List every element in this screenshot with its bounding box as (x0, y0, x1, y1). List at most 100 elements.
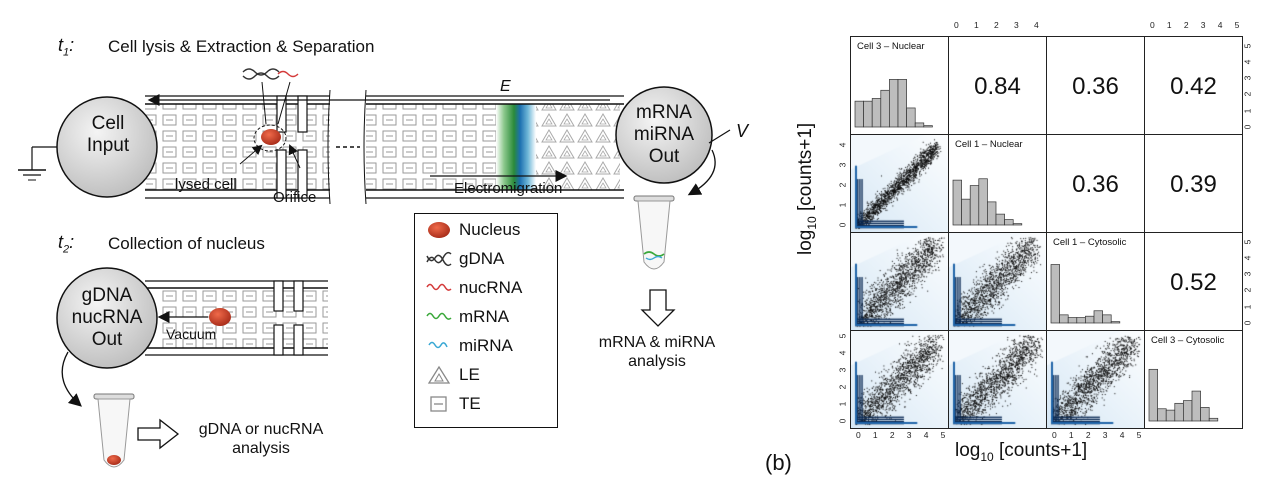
legend-item: gDNA (415, 246, 555, 272)
scatter-density (851, 331, 948, 428)
electromigration-label: Electromigration (454, 180, 563, 197)
correlation-value: 0.52 (1170, 269, 1217, 296)
histogram-panel: Cell 3 – Nuclear (850, 36, 949, 135)
histogram-bar (1102, 314, 1112, 324)
axis-tick-label: 0 (837, 222, 848, 228)
collection-tube-left (93, 393, 135, 468)
histogram-bar (1200, 407, 1210, 422)
axis-tick-label: 5 (1242, 239, 1253, 244)
x-axis-title: log10 [counts+1] (955, 440, 1088, 464)
axis-tick-label: 4 (1217, 20, 1223, 30)
axis-tick-label: 2 (994, 20, 999, 30)
axis-tick-label: 1 (1242, 304, 1253, 310)
axis-tick-label: 3 (837, 162, 848, 168)
correlation-panel: 0.52 (1144, 232, 1243, 331)
axis-tick-label: 1 (1166, 20, 1172, 30)
orifice-label: Orifice (273, 189, 317, 206)
axis-tick-label: 3 (1014, 20, 1019, 30)
axis-tick-label: 4 (837, 142, 848, 148)
histogram-bar (952, 179, 962, 226)
sample-label: Cell 3 – Cytosolic (1151, 335, 1225, 346)
step2-title: Collection of nucleus (108, 234, 265, 253)
axis-tick-label: 0 (856, 430, 861, 440)
gdna-out-circle (56, 267, 158, 369)
histogram-panel: Cell 3 – Cytosolic (1144, 330, 1243, 429)
histogram-bar (1076, 317, 1086, 324)
scatter-panel (948, 232, 1047, 331)
correlation-panel: 0.84 (948, 36, 1047, 135)
mrna-out-circle (615, 86, 713, 184)
correlation-panel: 0.42 (1144, 36, 1243, 135)
histogram-bar (871, 98, 882, 128)
histogram-bar (1059, 314, 1069, 324)
axis-tick-label: 3 (837, 367, 848, 373)
histogram-bar (1148, 368, 1158, 422)
legend-item: nucRNA (415, 275, 555, 301)
axis-tick-label: 3 (1200, 20, 1206, 30)
histogram-bar (987, 201, 997, 226)
histogram-bar (978, 178, 988, 226)
axis-tick-label: 5 (940, 430, 946, 440)
axis-tick-label: 5 (1136, 430, 1142, 440)
axis-tick-label: 3 (906, 430, 912, 440)
histogram-bar (1093, 310, 1103, 324)
correlation-panel: 0.36 (1046, 134, 1145, 233)
histogram-bar (1157, 408, 1167, 422)
scatter-density (949, 233, 1046, 330)
rna-strand-icon (426, 312, 452, 320)
histogram-bar (889, 79, 899, 128)
histogram-bar (880, 89, 890, 128)
axis-tick-label: 0 (837, 418, 848, 424)
axis-tick-label: 2 (889, 430, 895, 440)
histogram-bar (961, 198, 971, 226)
field-label: E (500, 78, 511, 95)
correlation-panel: 0.36 (1046, 36, 1145, 135)
axis-tick-label: 4 (1119, 430, 1125, 440)
y-axis-title: log10 [counts+1] (795, 122, 819, 255)
scatter-panel (850, 330, 949, 429)
legend-item: miRNA (415, 333, 555, 359)
axis-tick-label: 2 (1085, 430, 1091, 440)
histogram-bar (1183, 400, 1193, 422)
axis-tick-label: 1 (872, 430, 878, 440)
sample-label: Cell 3 – Nuclear (857, 41, 925, 52)
legend: Nucleus gDNA nucRNA mRNA miRNA LE TE (414, 213, 558, 428)
histogram-bar (1165, 409, 1176, 422)
histogram (1148, 368, 1219, 422)
axis-tick-label: 3 (1242, 271, 1253, 277)
axis-tick-label: 4 (923, 430, 929, 440)
axis-tick-label: 1 (1068, 430, 1074, 440)
histogram-bar (1208, 417, 1219, 422)
histogram-bar (1085, 315, 1095, 324)
histogram-bar (923, 125, 933, 128)
scatter-panel (850, 232, 949, 331)
vacuum-label: Vacuum (166, 326, 217, 342)
axis-tick-label: 4 (1242, 255, 1253, 261)
axis-tick-label: 3 (1242, 75, 1253, 81)
histogram-bar (1012, 223, 1023, 226)
triangle-icon (427, 365, 451, 384)
axis-tick-label: 2 (1242, 288, 1253, 293)
histogram-bar (854, 100, 864, 128)
histogram-panel: Cell 1 – Cytosolic (1046, 232, 1145, 331)
histogram-bar (995, 213, 1005, 226)
square-icon (430, 396, 447, 412)
axis-tick-label: 1 (1242, 108, 1253, 114)
correlation-value: 0.84 (974, 73, 1021, 100)
rna-strand-icon (428, 341, 448, 349)
histogram (1050, 264, 1121, 324)
axis-tick-label: 1 (837, 401, 848, 407)
correlation-panel: 0.39 (1144, 134, 1243, 233)
correlation-value: 0.36 (1072, 171, 1119, 198)
scatter-panel (1046, 330, 1145, 429)
schematic-diagram (18, 68, 731, 468)
correlation-value: 0.36 (1072, 73, 1119, 100)
histogram-bar (969, 185, 980, 226)
histogram-bar (863, 100, 873, 128)
